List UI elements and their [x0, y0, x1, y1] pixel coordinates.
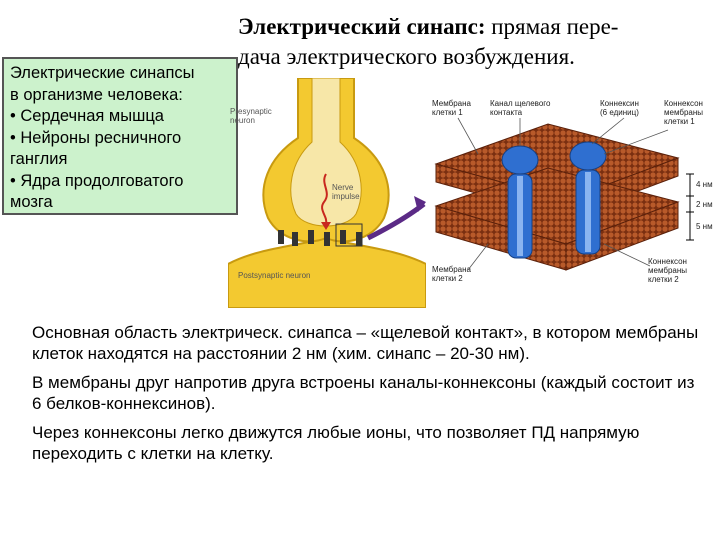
dim-4nm: 4 нм	[696, 180, 713, 189]
impulse-arrow	[321, 173, 328, 225]
sidebar-heading-line2: в организме человека:	[10, 85, 183, 104]
title-bold: Электрический синапс:	[238, 14, 486, 39]
page-title: Электрический синапс: прямая пере- дача …	[238, 12, 708, 72]
dim-5nm: 5 нм	[696, 222, 713, 231]
paragraph-connexons: В мембраны друг напротив друга встроены …	[32, 373, 695, 413]
sidebar-item-ganglion: • Нейроны ресничного ганглия	[10, 128, 182, 169]
connexon-right	[569, 141, 607, 255]
connexon-left	[501, 145, 539, 259]
gap-junction-channels	[278, 230, 362, 246]
title-line2: дача электрического возбуждения.	[238, 44, 575, 69]
paragraph-ion-flow: Через коннексоны легко движутся любые ио…	[32, 423, 640, 463]
synapse-locations-box: Электрические синапсы в организме челове…	[2, 57, 238, 215]
dim-2nm: 2 нм	[696, 200, 713, 209]
title-line1-rest: прямая пере-	[485, 14, 619, 39]
main-text: Основная область электрическ. синапса – …	[32, 322, 702, 472]
zoom-frame	[335, 223, 363, 247]
sidebar-item-heart: • Сердечная мышца	[10, 107, 164, 125]
postsynaptic-label: Postsynaptic neuron	[238, 271, 311, 280]
dimension-bracket	[686, 173, 694, 241]
sidebar-item-medulla: • Ядра продолговатого мозга	[10, 171, 184, 212]
axon-core	[290, 78, 362, 227]
paragraph-gap-junction: Основная область электрическ. синапса – …	[32, 323, 699, 363]
connexins-label: Коннексин(6 единиц)	[600, 99, 639, 117]
sidebar-heading-line1: Электрические синапсы	[10, 64, 195, 82]
